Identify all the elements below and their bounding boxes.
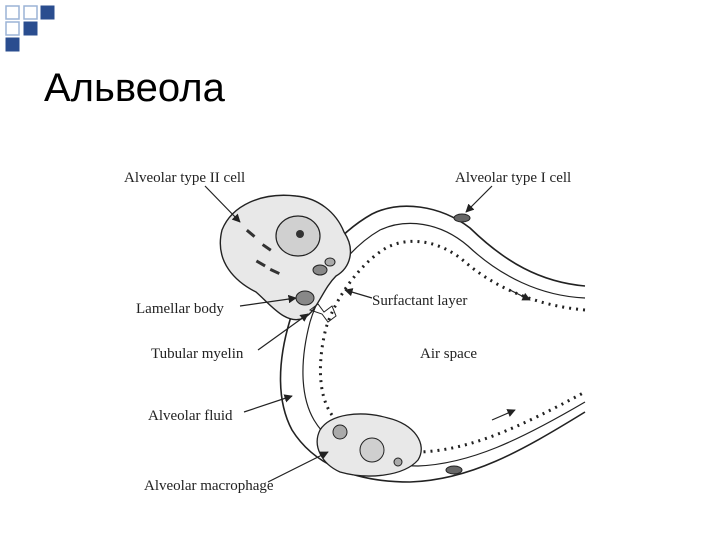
- macrophage-nucleus: [359, 437, 385, 463]
- pointer-lamellar: [239, 294, 297, 307]
- slide-decoration: [5, 5, 55, 52]
- granule: [255, 259, 266, 268]
- deco-square: [5, 5, 20, 20]
- slide-title: Альвеола: [44, 66, 225, 110]
- pointer-macrophage: [267, 451, 329, 483]
- granule: [269, 267, 280, 275]
- alveolar-wall-inner: [302, 222, 586, 467]
- lamellar-body: [312, 264, 328, 276]
- pointer-surfactant: [344, 288, 373, 299]
- label-type2-cell: Alveolar type II cell: [124, 170, 245, 186]
- label-alveolar-fluid: Alveolar fluid: [148, 408, 233, 424]
- deco-square: [5, 37, 20, 52]
- deco-square: [23, 5, 38, 20]
- pointer-fluid: [243, 394, 293, 413]
- flow-arrow: [509, 289, 531, 301]
- lamellar-body: [295, 290, 315, 306]
- type1-cell-nucleus: [453, 213, 471, 223]
- label-macrophage: Alveolar macrophage: [144, 478, 274, 494]
- label-type1-cell: Alveolar type I cell: [455, 170, 571, 186]
- label-tubular-myelin: Tubular myelin: [151, 346, 244, 362]
- pointer-myelin: [257, 313, 309, 351]
- macrophage-vacuole: [332, 424, 348, 440]
- pointer-type1: [465, 185, 493, 213]
- deco-square: [5, 21, 20, 36]
- granule: [261, 243, 272, 252]
- deco-square: [40, 5, 55, 20]
- nucleolus: [296, 230, 304, 238]
- type2-cell-body: [219, 194, 352, 321]
- granule: [245, 229, 256, 238]
- label-surfactant-layer: Surfactant layer: [372, 293, 467, 309]
- type1-cell-nucleus: [445, 465, 463, 475]
- deco-square: [23, 21, 38, 36]
- surfactant-layer: [318, 239, 586, 454]
- label-lamellar-body: Lamellar body: [136, 301, 224, 317]
- label-air-space: Air space: [420, 346, 477, 362]
- lamellar-body: [324, 257, 336, 267]
- flow-arrow: [491, 409, 516, 421]
- macrophage-vacuole: [393, 457, 403, 467]
- tubular-myelin: [308, 303, 337, 323]
- pointer-type2: [204, 185, 241, 223]
- alveolar-wall-outer: [279, 205, 586, 483]
